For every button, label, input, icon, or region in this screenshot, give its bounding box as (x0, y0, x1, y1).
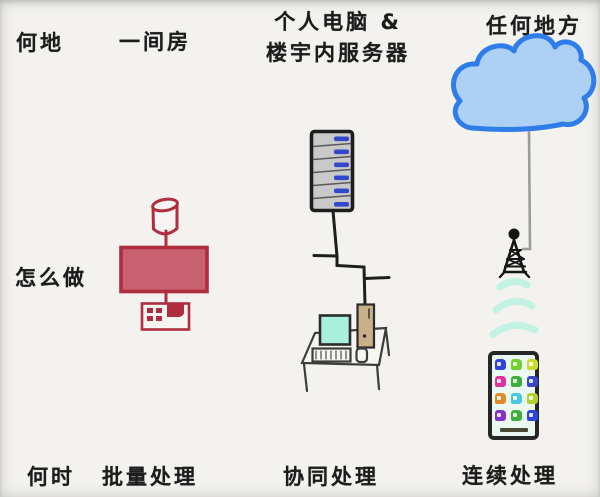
network-line (312, 209, 391, 307)
app-icon (495, 376, 506, 387)
cloud-link-line (522, 130, 532, 251)
app-icon (511, 376, 522, 387)
phone-home-bar (499, 428, 528, 432)
console-screen (167, 304, 184, 318)
server-slot-dividers (312, 142, 352, 200)
app-icon (527, 393, 538, 404)
when-label: 何时 (27, 465, 75, 489)
tape-reel-icon (151, 197, 179, 236)
desk-leg (384, 328, 391, 357)
wifi-waves-icon (489, 278, 539, 338)
continuous-processing-label: 连续处理 (462, 464, 558, 488)
how-label: 怎么做 (15, 266, 87, 290)
collaborative-processing-label: 协同处理 (283, 465, 379, 489)
app-icon (495, 410, 506, 421)
console-icon (140, 302, 191, 331)
where-label: 何地 (16, 31, 64, 55)
wifi-wave (496, 278, 531, 291)
desk-leg (302, 362, 309, 393)
app-icon (495, 359, 506, 370)
server-slot-leds (334, 136, 349, 207)
room-label: 一间房 (119, 30, 191, 54)
wifi-wave (492, 297, 536, 314)
app-icon (527, 410, 538, 421)
app-icon (511, 393, 522, 404)
app-icon (527, 376, 538, 387)
smartphone-icon (488, 351, 539, 440)
console-buttons (147, 304, 184, 321)
app-icon (511, 359, 522, 370)
batch-processing-label: 批量处理 (102, 465, 198, 489)
pc-and-server-label-line2: 楼宇内服务器 (266, 41, 410, 65)
pc-and-server-label: 个人电脑 & 楼宇内服务器 (253, 7, 423, 69)
mainframe-unit-icon (119, 245, 209, 294)
pc-and-server-label-line1: 个人电脑 & (274, 10, 402, 34)
keyboard-keys (315, 350, 347, 360)
desk-drawing (300, 303, 391, 393)
app-icon (511, 410, 522, 421)
keyboard-icon (311, 347, 352, 363)
cloud-icon (451, 33, 597, 132)
mainframe-drawing (119, 197, 209, 331)
app-icon (495, 393, 506, 404)
desk-leg (375, 363, 381, 391)
tower-pc-icon (356, 303, 376, 349)
wifi-wave (489, 321, 539, 338)
phone-app-grid (495, 359, 538, 421)
mouse-icon (355, 347, 369, 364)
monitor-icon (318, 314, 352, 346)
server-rack-icon (309, 129, 355, 213)
app-icon (527, 359, 538, 370)
cell-tower-icon (498, 228, 531, 279)
